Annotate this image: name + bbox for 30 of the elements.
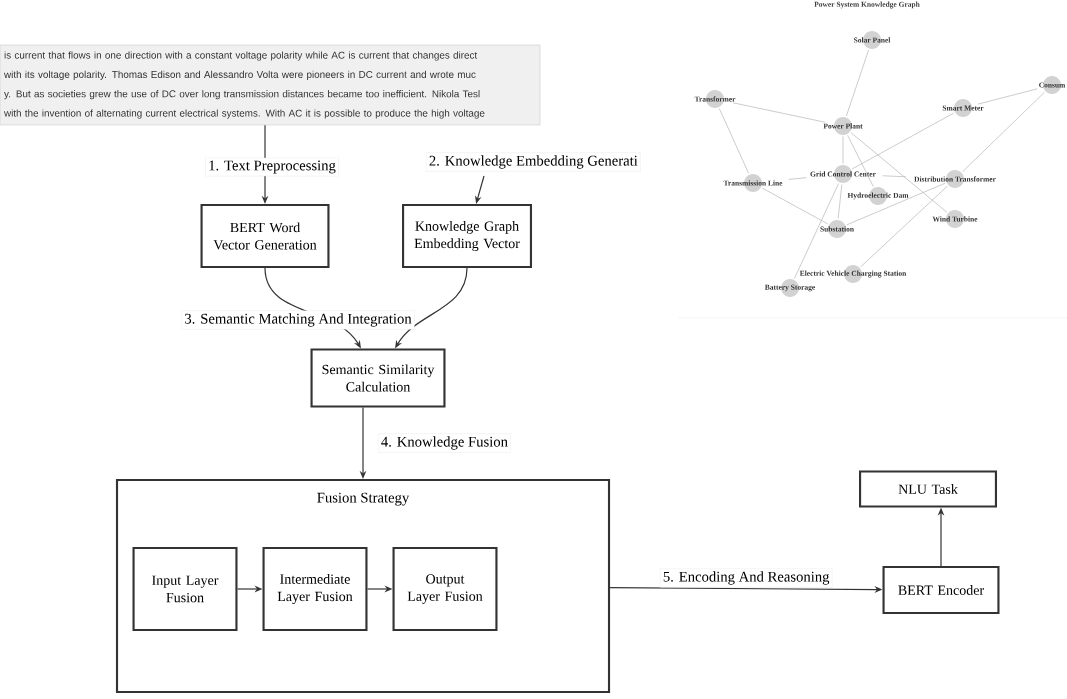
- graph-link: [847, 135, 874, 187]
- process-box: Input Layer Fusion: [132, 546, 238, 632]
- graph-link: [788, 177, 807, 180]
- edge-label: 1. Text Preprocessing: [209, 160, 336, 174]
- graph-link: [977, 88, 1038, 105]
- process-box: Semantic Similarity Calculation: [310, 348, 446, 408]
- graph-link: [860, 185, 948, 268]
- graph-link: [882, 175, 907, 178]
- process-box: NLU Task: [859, 470, 997, 508]
- graph-link: [850, 132, 948, 213]
- text-passage: is current that flows in one direction with a constant voltage polarity while AC is current that changes direct with its voltage polarity. Thomas Edison and Alessandro Volta were pioneers in DC current and wrote muc y. But as societies grew the use of DC over long transmission distances became too inefficient. Nikola Tesl with the invention of alternating current electrical systems. With AC it is possible to produce the high voltage: [0, 44, 541, 126]
- process-box: BERT Word Vector Generation: [200, 203, 330, 269]
- edge-label: 2. Knowledge Embedding Generati: [429, 155, 638, 169]
- process-box: Knowledge Graph Embedding Vector: [402, 203, 532, 269]
- edge-label: 5. Encoding And Reasoning: [663, 571, 830, 585]
- graph-link: [794, 183, 839, 279]
- graph-link: [846, 49, 869, 117]
- edge-label: 4. Knowledge Fusion: [381, 436, 508, 450]
- process-box: Intermediate Layer Fusion: [262, 546, 368, 632]
- graph-link: [719, 108, 749, 174]
- graph-link: [962, 91, 1045, 172]
- arrow: [475, 175, 485, 204]
- graph-link: [846, 182, 946, 226]
- graph-link: [732, 102, 826, 123]
- process-box: BERT Encoder: [882, 565, 1000, 615]
- graph-link: [851, 112, 955, 170]
- graph-link: [761, 187, 829, 225]
- graph-link: [837, 184, 843, 219]
- edge-label: 3. Semantic Matching And Integration: [185, 313, 412, 327]
- process-box: Output Layer Fusion: [392, 546, 498, 632]
